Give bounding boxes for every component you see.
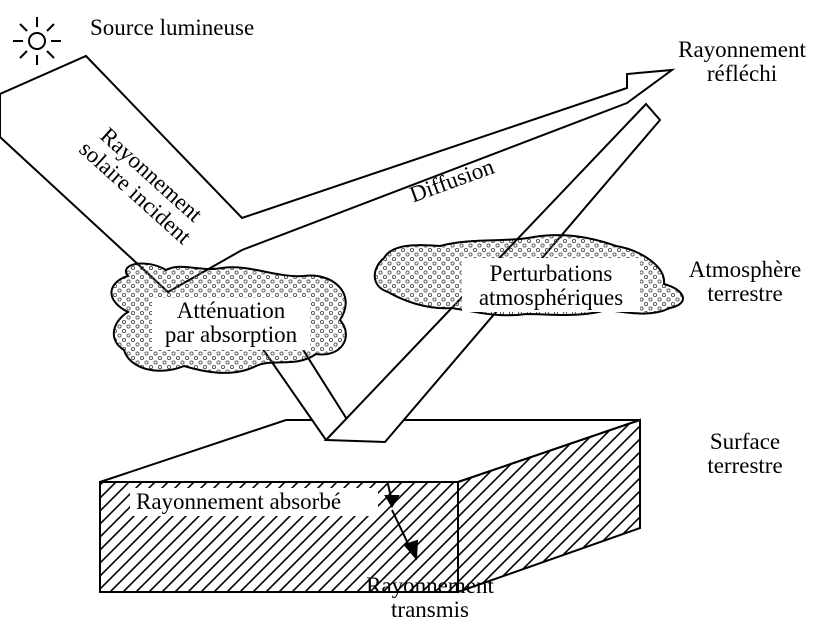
- transmitted-label-line2: transmis: [350, 598, 510, 622]
- atmosphere-label-line2: terrestre: [680, 282, 810, 306]
- atmosphere-label-line1: Atmosphère: [680, 258, 810, 282]
- perturbations-label-line1: Perturbations: [460, 262, 642, 286]
- perturbations-label: Perturbations atmosphériques: [460, 262, 642, 310]
- atmosphere-label: Atmosphère terrestre: [680, 258, 810, 306]
- absorbed-label: Rayonnement absorbé: [136, 490, 341, 514]
- transmitted-label-line1: Rayonnement: [350, 574, 510, 598]
- reflected-label-line1: Rayonnement: [672, 38, 812, 62]
- attenuation-label-line2: par absorption: [150, 323, 312, 347]
- attenuation-label-line1: Atténuation: [150, 299, 312, 323]
- perturbations-label-line2: atmosphériques: [460, 286, 642, 310]
- transmitted-label: Rayonnement transmis: [350, 574, 510, 622]
- surface-label-line1: Surface: [690, 430, 800, 454]
- surface-label: Surface terrestre: [690, 430, 800, 478]
- reflected-label-line2: réfléchi: [672, 62, 812, 86]
- sun-icon: [13, 17, 61, 65]
- source-label: Source lumineuse: [90, 16, 254, 40]
- attenuation-label: Atténuation par absorption: [150, 299, 312, 347]
- reflected-label: Rayonnement réfléchi: [672, 38, 812, 86]
- surface-label-line2: terrestre: [690, 454, 800, 478]
